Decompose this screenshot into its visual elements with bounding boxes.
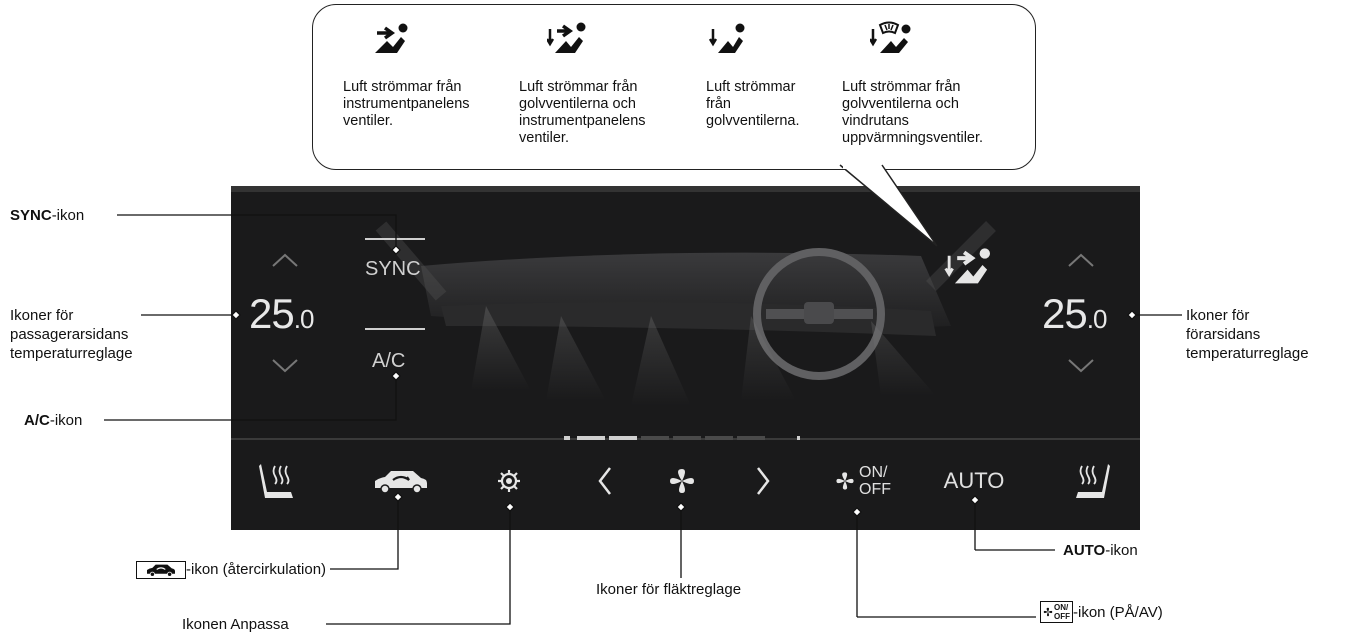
- fan-icon: [1043, 607, 1053, 617]
- recirculation-annotation-text: -ikon (återcirkulation): [186, 561, 327, 578]
- recirculation-icon: [147, 564, 175, 577]
- ac-button[interactable]: A/C: [372, 350, 406, 372]
- fan-level-segment: [797, 436, 800, 440]
- airflow-mode-button-icon[interactable]: [941, 242, 1001, 288]
- ac-annotation-rest: -ikon: [49, 412, 83, 429]
- auto-annotation: AUTO-ikon: [1063, 541, 1138, 560]
- fan-level-segment: [737, 436, 765, 440]
- driver-temp-decimal: .0: [1086, 304, 1108, 334]
- onoff-annotation: ON/ OFF -ikon (PÅ/AV): [1040, 601, 1163, 623]
- auto-annotation-bold: AUTO: [1063, 542, 1106, 559]
- recirculation-icon: [375, 471, 427, 494]
- sync-indicator-line: [365, 238, 425, 240]
- fan-level-segment: [609, 436, 637, 440]
- fan-level-segment: [705, 436, 733, 440]
- dashboard-illustration: [375, 221, 996, 406]
- chevron-left-icon: [598, 467, 611, 495]
- driver-seat-heater-button[interactable]: [1060, 454, 1120, 508]
- auto-annotation-rest: -ikon: [1105, 542, 1138, 559]
- bilevel-airflow-icon: [547, 22, 586, 53]
- driver-temp-whole: 25: [1042, 290, 1088, 337]
- fan-level-segment: [577, 436, 605, 440]
- fan-speed-up-button[interactable]: [751, 454, 775, 508]
- fan-level-segment: [673, 436, 701, 440]
- fan-speed-down-button[interactable]: [593, 454, 617, 508]
- climate-control-screen: 25.0 SYNC A/C 25.0: [231, 186, 1140, 530]
- seat-heater-icon: [259, 464, 293, 498]
- fan-level-segment: [641, 436, 669, 440]
- chevron-right-icon: [757, 467, 770, 495]
- driver-temp-display: 25.0: [1042, 290, 1108, 338]
- airflow-mode-bilevel: Luft strömmar från golvventilerna och in…: [519, 19, 646, 147]
- airflow-mode-callout: Luft strömmar från instrumentpanelens ve…: [312, 4, 1036, 170]
- floor-mode-text: Luft strömmar från golvventilerna.: [706, 79, 800, 129]
- ac-annotation: A/C-ikon: [24, 411, 82, 430]
- fan-button[interactable]: [666, 454, 698, 508]
- vent-mode-text: Luft strömmar från instrumentpanelens ve…: [343, 79, 470, 129]
- airflow-mode-floor-defrost: Luft strömmar från golvventilerna och vi…: [842, 19, 983, 147]
- onoff-annotation-text: -ikon (PÅ/AV): [1073, 603, 1163, 621]
- ac-indicator-line: [365, 328, 425, 330]
- passenger-temp-display: 25.0: [249, 290, 315, 338]
- fan-level-segment: [564, 436, 570, 440]
- gear-icon: [498, 470, 520, 492]
- onoff-badge: ON/ OFF: [1040, 601, 1073, 623]
- seat-heater-icon: [1076, 464, 1110, 498]
- recirculation-badge: [136, 560, 186, 579]
- fan-onoff-button[interactable]: ON/ OFF: [823, 454, 903, 508]
- passenger-seat-heater-button[interactable]: [249, 454, 309, 508]
- onoff-label: ON/ OFF: [859, 464, 891, 498]
- floor-defrost-airflow-icon: [870, 21, 911, 53]
- recirculation-annotation: -ikon (återcirkulation): [136, 560, 326, 579]
- auto-button[interactable]: AUTO: [943, 468, 1005, 493]
- sync-button[interactable]: SYNC: [365, 258, 421, 280]
- fan-icon: [670, 469, 694, 493]
- sync-annotation-bold: SYNC: [10, 207, 52, 224]
- customize-annotation: Ikonen Anpassa: [182, 616, 289, 633]
- ac-annotation-bold: A/C: [24, 412, 50, 429]
- driver-temp-annotation: Ikoner för förarsidans temperaturreglage: [1186, 307, 1309, 362]
- sync-annotation-rest: -ikon: [51, 207, 85, 224]
- airflow-mode-vent: Luft strömmar från instrumentpanelens ve…: [343, 19, 470, 130]
- fan-annotation: Ikoner för fläktreglage: [596, 581, 742, 598]
- floor-defrost-mode-text: Luft strömmar från golvventilerna och vi…: [842, 79, 984, 146]
- airflow-mode-floor: Luft strömmar från golvventilerna.: [706, 19, 800, 130]
- passenger-temp-annotation: Ikoner för passagerarsidans temperaturre…: [10, 307, 133, 362]
- driver-temp-down-icon[interactable]: [1067, 358, 1095, 374]
- sync-annotation: SYNC-ikon: [10, 206, 84, 225]
- vent-airflow-icon: [375, 23, 408, 53]
- passenger-temp-whole: 25: [249, 290, 295, 337]
- customize-button[interactable]: [493, 454, 525, 508]
- passenger-temp-down-icon[interactable]: [271, 358, 299, 374]
- recirculation-button[interactable]: [369, 454, 433, 508]
- passenger-temp-decimal: .0: [293, 304, 315, 334]
- onoff-badge-label: ON/ OFF: [1054, 603, 1070, 621]
- passenger-temp-up-icon[interactable]: [271, 252, 299, 268]
- bilevel-mode-text: Luft strömmar från golvventilerna och in…: [519, 79, 646, 146]
- floor-airflow-icon: [708, 23, 745, 53]
- driver-temp-up-icon[interactable]: [1067, 252, 1095, 268]
- fan-icon: [836, 472, 854, 490]
- screen-top-edge: [231, 186, 1140, 192]
